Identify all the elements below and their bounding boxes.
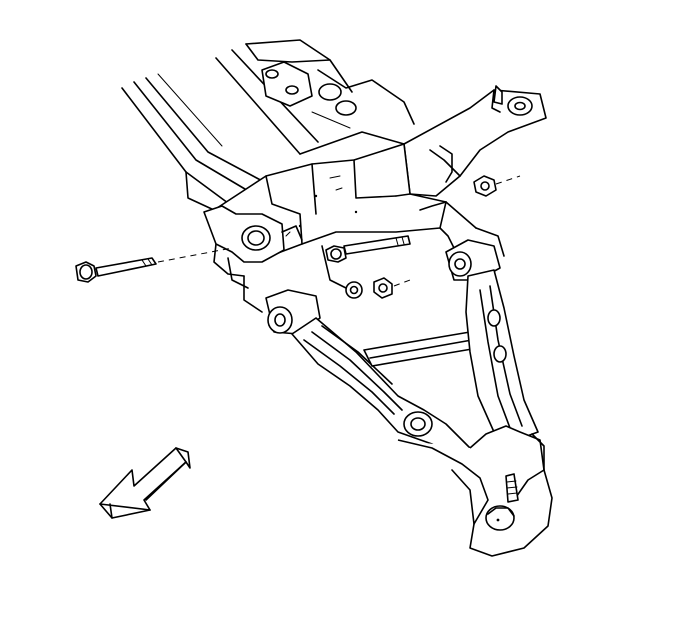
rear-nut: [373, 277, 411, 299]
lower-control-arm: [265, 239, 553, 557]
direction-arrow: [99, 447, 191, 519]
front-nut: [473, 175, 521, 197]
crossmember: [203, 85, 547, 313]
ball-joint: [485, 473, 519, 531]
washer: [345, 281, 363, 299]
front-bolt: [75, 247, 233, 283]
rear-bolt: [325, 235, 411, 263]
frame-rail: [121, 39, 415, 211]
arrow-icon: [99, 447, 187, 511]
